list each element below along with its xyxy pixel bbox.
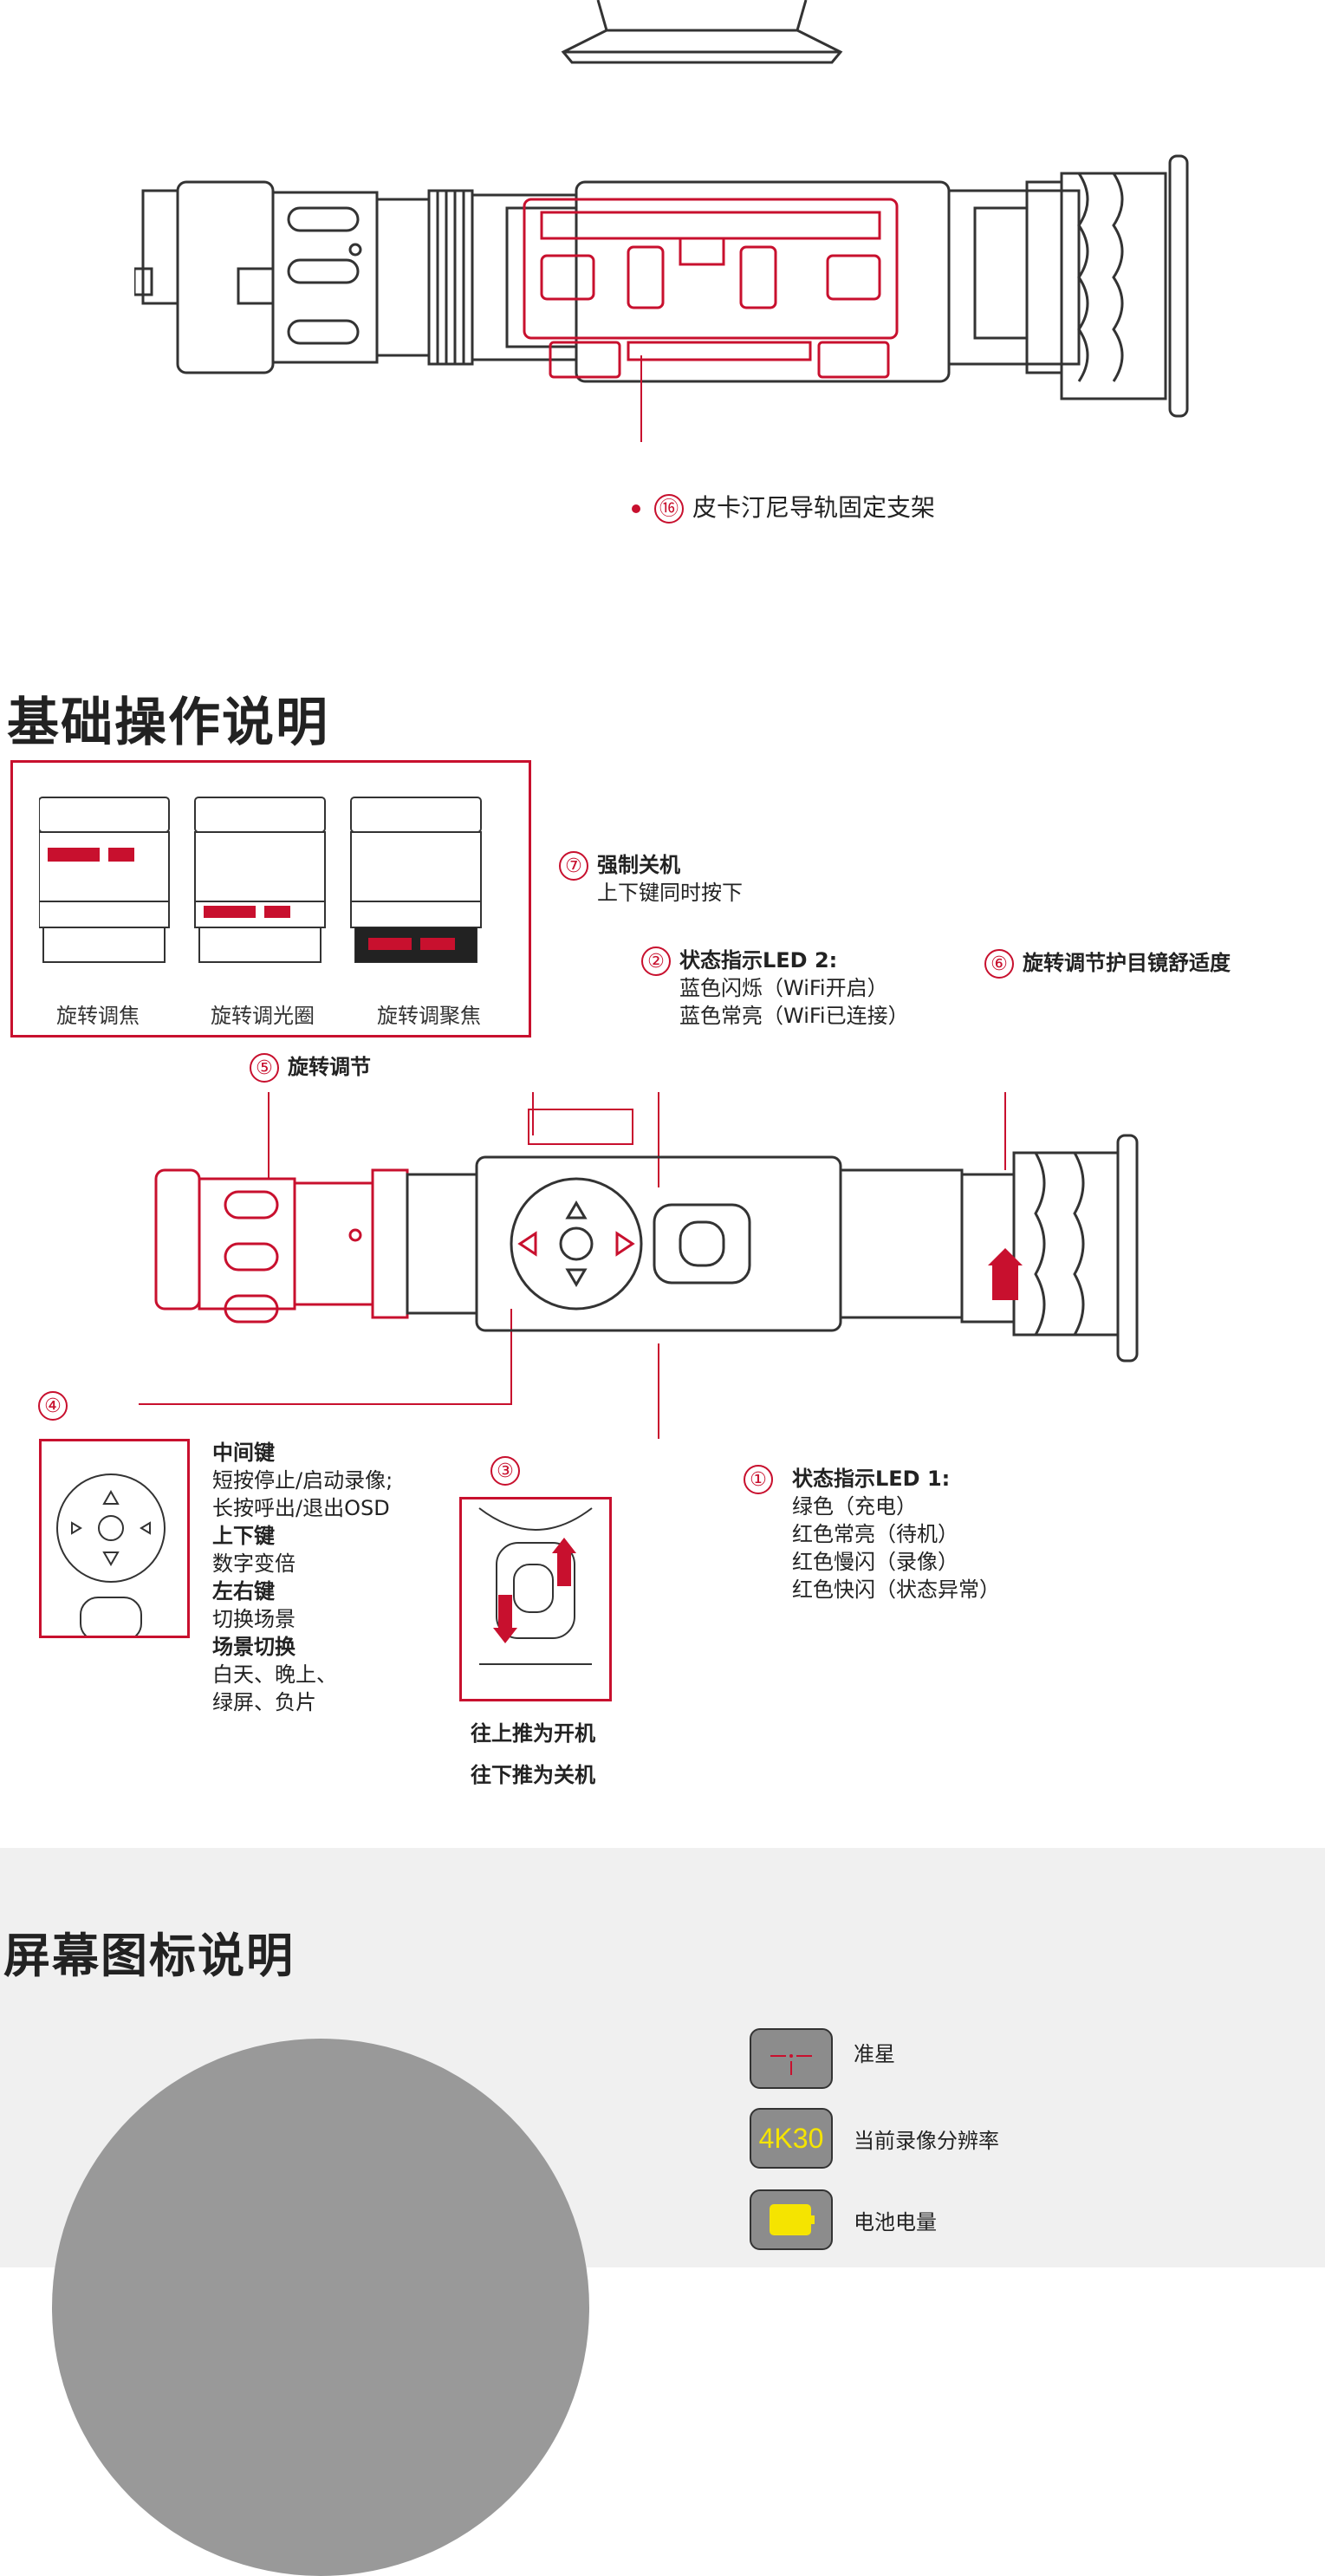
callout-title: 旋转调节 xyxy=(288,1055,371,1079)
callout-number: ⑤ xyxy=(250,1053,279,1083)
section-title-screen: 屏幕图标说明 xyxy=(3,1929,295,1983)
callout-6: ⑥ 旋转调节护目镜舒适度 xyxy=(984,949,1231,979)
resolution-icon: 4K30 xyxy=(750,2108,833,2169)
callout-line: 红色慢闪（录像） xyxy=(792,1550,958,1574)
eyepiece-top-drawing xyxy=(561,0,843,64)
callout-line: 绿色（充电） xyxy=(792,1494,917,1519)
callout-number: ④ xyxy=(38,1391,68,1421)
callout-7: ⑦ 强制关机 上下键同时按下 xyxy=(559,851,743,907)
callout-5: ⑤ 旋转调节 xyxy=(250,1053,371,1083)
callout-line: 红色快闪（状态异常） xyxy=(792,1577,1000,1602)
key-leftright-title: 左右键 xyxy=(212,1579,275,1603)
callout-line: 红色常亮（待机） xyxy=(792,1522,958,1546)
lens-adjustment-panel: 旋转调焦 旋转调光圈 旋转调聚焦 xyxy=(10,760,531,1038)
section-title-basic: 基础操作说明 xyxy=(7,693,329,753)
callout-number: ⑥ xyxy=(984,949,1014,979)
key-descriptions: 中间键 短按停止/启动录像; 长按呼出/退出OSD 上下键 数字变倍 左右键 切… xyxy=(212,1439,393,1716)
key-scene-line: 绿屏、负片 xyxy=(212,1690,316,1714)
reticle-label: 准星 xyxy=(854,2042,895,2066)
callout-label: 皮卡汀尼导轨固定支架 xyxy=(692,493,936,522)
resolution-label: 当前录像分辨率 xyxy=(854,2129,999,2153)
callout-title: 强制关机 xyxy=(597,853,680,877)
top-diagram: ⑯ 皮卡汀尼导轨固定支架 xyxy=(0,0,1325,607)
key-center-line: 短按停止/启动录像; xyxy=(212,1468,393,1493)
power-off-label: 往下推为关机 xyxy=(471,1763,595,1787)
screen-icons-section: 屏幕图标说明 准星 4K30 当前录像分辨率 电池电量 xyxy=(0,1848,1325,2576)
callout-title: 状态指示LED 2: xyxy=(679,948,838,973)
callout-line: 蓝色闪烁（WiFi开启） xyxy=(679,976,888,1000)
resolution-glyph: 4K30 xyxy=(758,2122,824,2154)
key-scene-title: 场景切换 xyxy=(212,1635,296,1659)
key-scene-line: 白天、晚上、 xyxy=(212,1662,337,1687)
reticle-icon xyxy=(750,2028,833,2089)
callout-16: ⑯ 皮卡汀尼导轨固定支架 xyxy=(632,493,936,524)
battery-icon xyxy=(750,2189,833,2250)
keypad-detail xyxy=(39,1439,190,1638)
key-updown-desc: 数字变倍 xyxy=(212,1551,296,1576)
callout-title: 状态指示LED 1: xyxy=(792,1467,951,1491)
callout-number: ① xyxy=(744,1465,773,1494)
screen-preview xyxy=(52,2039,589,2576)
callout-3: ③ xyxy=(490,1456,520,1486)
key-leftright-desc: 切换场景 xyxy=(212,1607,296,1631)
callout-2: ② 状态指示LED 2: 蓝色闪烁（WiFi开启） 蓝色常亮（WiFi已连接） xyxy=(641,946,909,1030)
power-switch-detail xyxy=(459,1497,612,1701)
key-center-line: 长按呼出/退出OSD xyxy=(212,1496,390,1520)
lens-rings-drawing xyxy=(39,797,482,963)
callout-dot xyxy=(632,504,640,513)
power-on-label: 往上推为开机 xyxy=(471,1721,595,1746)
lens-item-aperture: 旋转调光圈 xyxy=(211,1004,315,1028)
lens-item-refocus: 旋转调聚焦 xyxy=(377,1004,481,1028)
key-center-title: 中间键 xyxy=(212,1441,275,1465)
callout-number: ③ xyxy=(490,1456,520,1486)
callout-line: 蓝色常亮（WiFi已连接） xyxy=(679,1004,909,1028)
power-switch-drawing xyxy=(478,1507,593,1665)
callout-title: 旋转调节护目镜舒适度 xyxy=(1023,951,1231,975)
callout-number: ② xyxy=(641,946,671,976)
scope-controls-drawing xyxy=(139,1092,1139,1439)
callout-desc: 上下键同时按下 xyxy=(597,881,743,905)
scope-side-view-drawing xyxy=(134,154,1189,442)
callout-1: ① 状态指示LED 1: 绿色（充电） 红色常亮（待机） 红色慢闪（录像） 红色… xyxy=(744,1465,1000,1603)
battery-label: 电池电量 xyxy=(854,2210,937,2234)
key-updown-title: 上下键 xyxy=(212,1524,275,1548)
callout-number: ⑯ xyxy=(654,494,684,524)
keypad-drawing xyxy=(56,1473,166,1636)
callout-number: ⑦ xyxy=(559,851,588,881)
lens-item-focus: 旋转调焦 xyxy=(56,1004,140,1028)
callout-4: ④ xyxy=(38,1391,68,1421)
